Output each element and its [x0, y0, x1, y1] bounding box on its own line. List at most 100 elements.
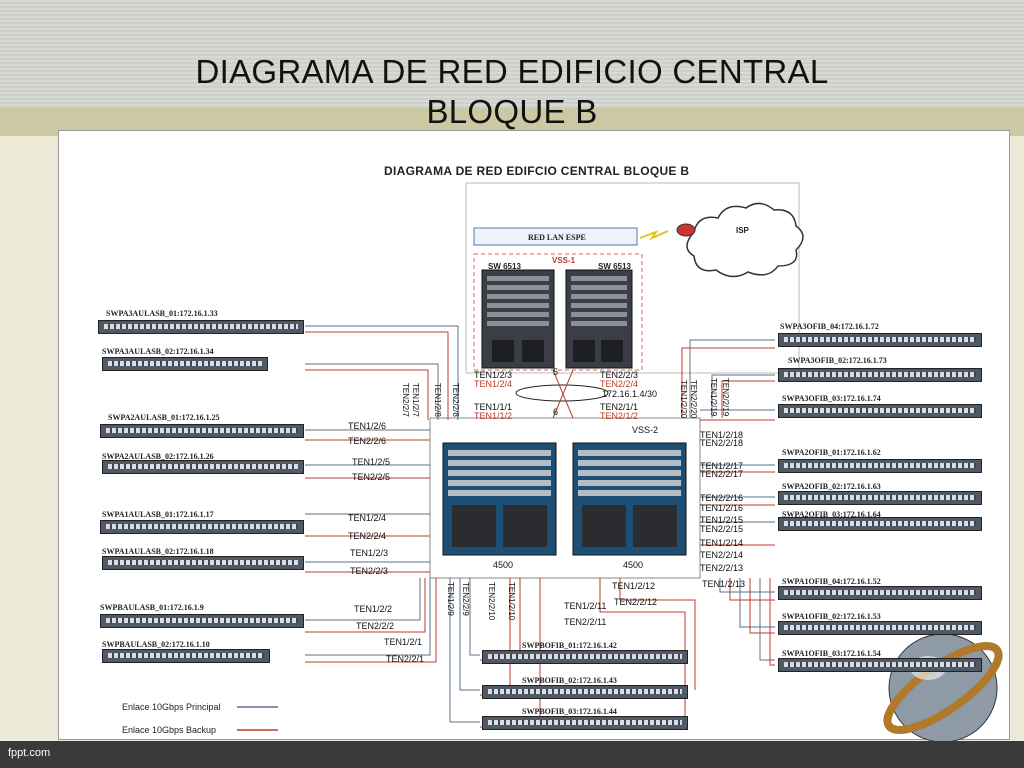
port-label: TEN2/2/9: [461, 582, 470, 616]
port-label: TEN2/2/13: [700, 563, 744, 573]
port-label: TEN2/2/8: [451, 383, 460, 417]
port-label: TEN2/2/3: [600, 370, 639, 380]
footer-brand: fppt.com: [8, 747, 51, 759]
access-switch: [778, 491, 982, 505]
port-label: TEN2/2/15: [700, 524, 744, 534]
port-label: TEN2/2/18: [700, 438, 744, 448]
port-label: TEN2/2/16: [700, 493, 744, 503]
access-switch: [482, 685, 688, 699]
wan-link: [639, 229, 669, 241]
switch-label: SWPA2OFIB_02:172.16.1.63: [782, 482, 881, 491]
port-label: TEN2/2/19: [721, 378, 730, 417]
access-switch: [100, 520, 304, 534]
port-label: TEN1/2/15: [700, 515, 744, 525]
port-label: TEN1/2/3: [474, 370, 513, 380]
port-label: TEN1/2/4: [474, 379, 513, 389]
access-switch: [98, 320, 304, 334]
access-switch: [778, 586, 982, 600]
switch-label: SWPA1OFIB_04:172.16.1.52: [782, 577, 881, 586]
switch-label: SWPA3OFIB_02:172.16.1.73: [788, 356, 887, 365]
access-switch: [102, 556, 304, 570]
core-left-label: SW 6513: [488, 262, 521, 271]
port-label: TEN2/2/20: [689, 380, 698, 419]
port-label: TEN2/2/4: [600, 379, 639, 389]
access-switch: [778, 621, 982, 635]
access-switch: [100, 424, 304, 438]
port-label: TEN2/2/4: [348, 531, 387, 541]
switch-label: SWPA3OFIB_03:172.16.1.74: [782, 394, 881, 403]
port-label: TEN1/1/1: [474, 402, 513, 412]
port-label: TEN2/2/3: [350, 566, 389, 576]
port-label: TEN2/1/2: [600, 411, 639, 421]
port-label: TEN1/2/10: [507, 582, 516, 621]
switch-label: SWPA2OFIB_03:172.16.1.64: [782, 510, 881, 519]
port-label: TEN1/2/12: [612, 581, 656, 591]
legend-primary: Enlace 10Gbps Principal: [122, 702, 221, 712]
switch-label: SWPBAULASB_02:172.16.1.10: [102, 640, 210, 649]
access-switch: [778, 333, 982, 347]
access-switch: [102, 649, 270, 663]
port-label: TEN1/2/16: [700, 503, 744, 513]
port-label: TEN1/2/14: [700, 538, 744, 548]
port-label: TEN2/1/1: [600, 402, 639, 412]
switch-label: SWPBAULASB_01:172.16.1.9: [100, 603, 204, 612]
isp-cloud: [686, 202, 804, 278]
dist-left-label: 4500: [493, 560, 514, 570]
port-label: TEN2/2/2: [356, 621, 395, 631]
access-switch: [778, 658, 982, 672]
port-label: TEN1/2/4: [348, 513, 387, 523]
switch-label: SWPA1OFIB_03:172.16.1.54: [782, 649, 881, 658]
access-switch: [482, 716, 688, 730]
link-num-5: 5: [553, 367, 559, 377]
slide-title: DIAGRAMA DE RED EDIFICIO CENTRAL BLOQUE …: [100, 52, 924, 132]
port-label: TEN1/2/1: [384, 637, 423, 647]
slide-title-line1: DIAGRAMA DE RED EDIFICIO CENTRAL: [195, 53, 829, 90]
port-label: TEN1/2/8: [433, 383, 442, 417]
slide-title-line2: BLOQUE B: [426, 93, 598, 130]
cross-link-b: [552, 369, 574, 419]
switch-label: SWPBOFIB_02:172.16.1.43: [522, 676, 617, 685]
vss-link-ring: [515, 384, 609, 402]
switch-label: SWPA2OFIB_01:172.16.1.62: [782, 448, 881, 457]
isp-label: ISP: [736, 226, 749, 235]
ip-link-label: 172.16.1.4/30: [602, 389, 658, 399]
lan-box: [473, 227, 638, 246]
switch-label: SWPA3AULASB_02:172.16.1.34: [102, 347, 214, 356]
switch-label: SWPA3AULASB_01:172.16.1.33: [106, 309, 218, 318]
core-right-label: SW 6513: [598, 262, 631, 271]
port-label: TEN1/2/11: [564, 601, 607, 611]
router-icon: [676, 223, 696, 237]
access-switch: [102, 460, 304, 474]
port-label: TEN2/2/17: [700, 469, 744, 479]
port-label: TEN1/2/2: [354, 604, 393, 614]
port-label: TEN2/2/1: [386, 654, 425, 664]
port-label: TEN1/2/7: [411, 383, 420, 417]
port-label: TEN1/2/18: [700, 430, 744, 440]
port-label: TEN1/2/3: [350, 548, 389, 558]
header-band: [0, 0, 1024, 108]
port-label: TEN2/2/10: [487, 582, 496, 621]
vss1-label: VSS-1: [552, 256, 576, 265]
port-label: TEN2/2/12: [614, 597, 658, 607]
port-label: TEN1/2/20: [679, 380, 688, 419]
lan-label: RED LAN ESPE: [528, 233, 586, 242]
port-label: TEN1/2/17: [700, 461, 744, 471]
port-label: TEN1/2/9: [446, 582, 455, 616]
port-label: TEN2/2/5: [352, 472, 391, 482]
vss1-frame: [473, 253, 643, 371]
port-label: TEN1/2/13: [702, 579, 746, 589]
footer-bar: fppt.com: [0, 741, 1024, 768]
legend-backup: Enlace 10Gbps Backup: [122, 725, 217, 735]
access-switch: [778, 517, 982, 531]
port-label: TEN2/2/7: [401, 383, 410, 417]
switch-label: SWPBOFIB_01:172.16.1.42: [522, 641, 617, 650]
access-switch: [100, 614, 304, 628]
access-switch: [778, 404, 982, 418]
port-label: TEN1/2/19: [709, 378, 718, 417]
access-switch: [102, 357, 268, 371]
port-label: TEN1/2/5: [352, 457, 391, 467]
access-switch: [778, 368, 982, 382]
switch-label: SWPA3OFIB_04:172.16.1.72: [780, 322, 879, 331]
switch-label: SWPA2AULASB_02:172.16.1.26: [102, 452, 214, 461]
port-label: TEN2/2/11: [564, 617, 607, 627]
